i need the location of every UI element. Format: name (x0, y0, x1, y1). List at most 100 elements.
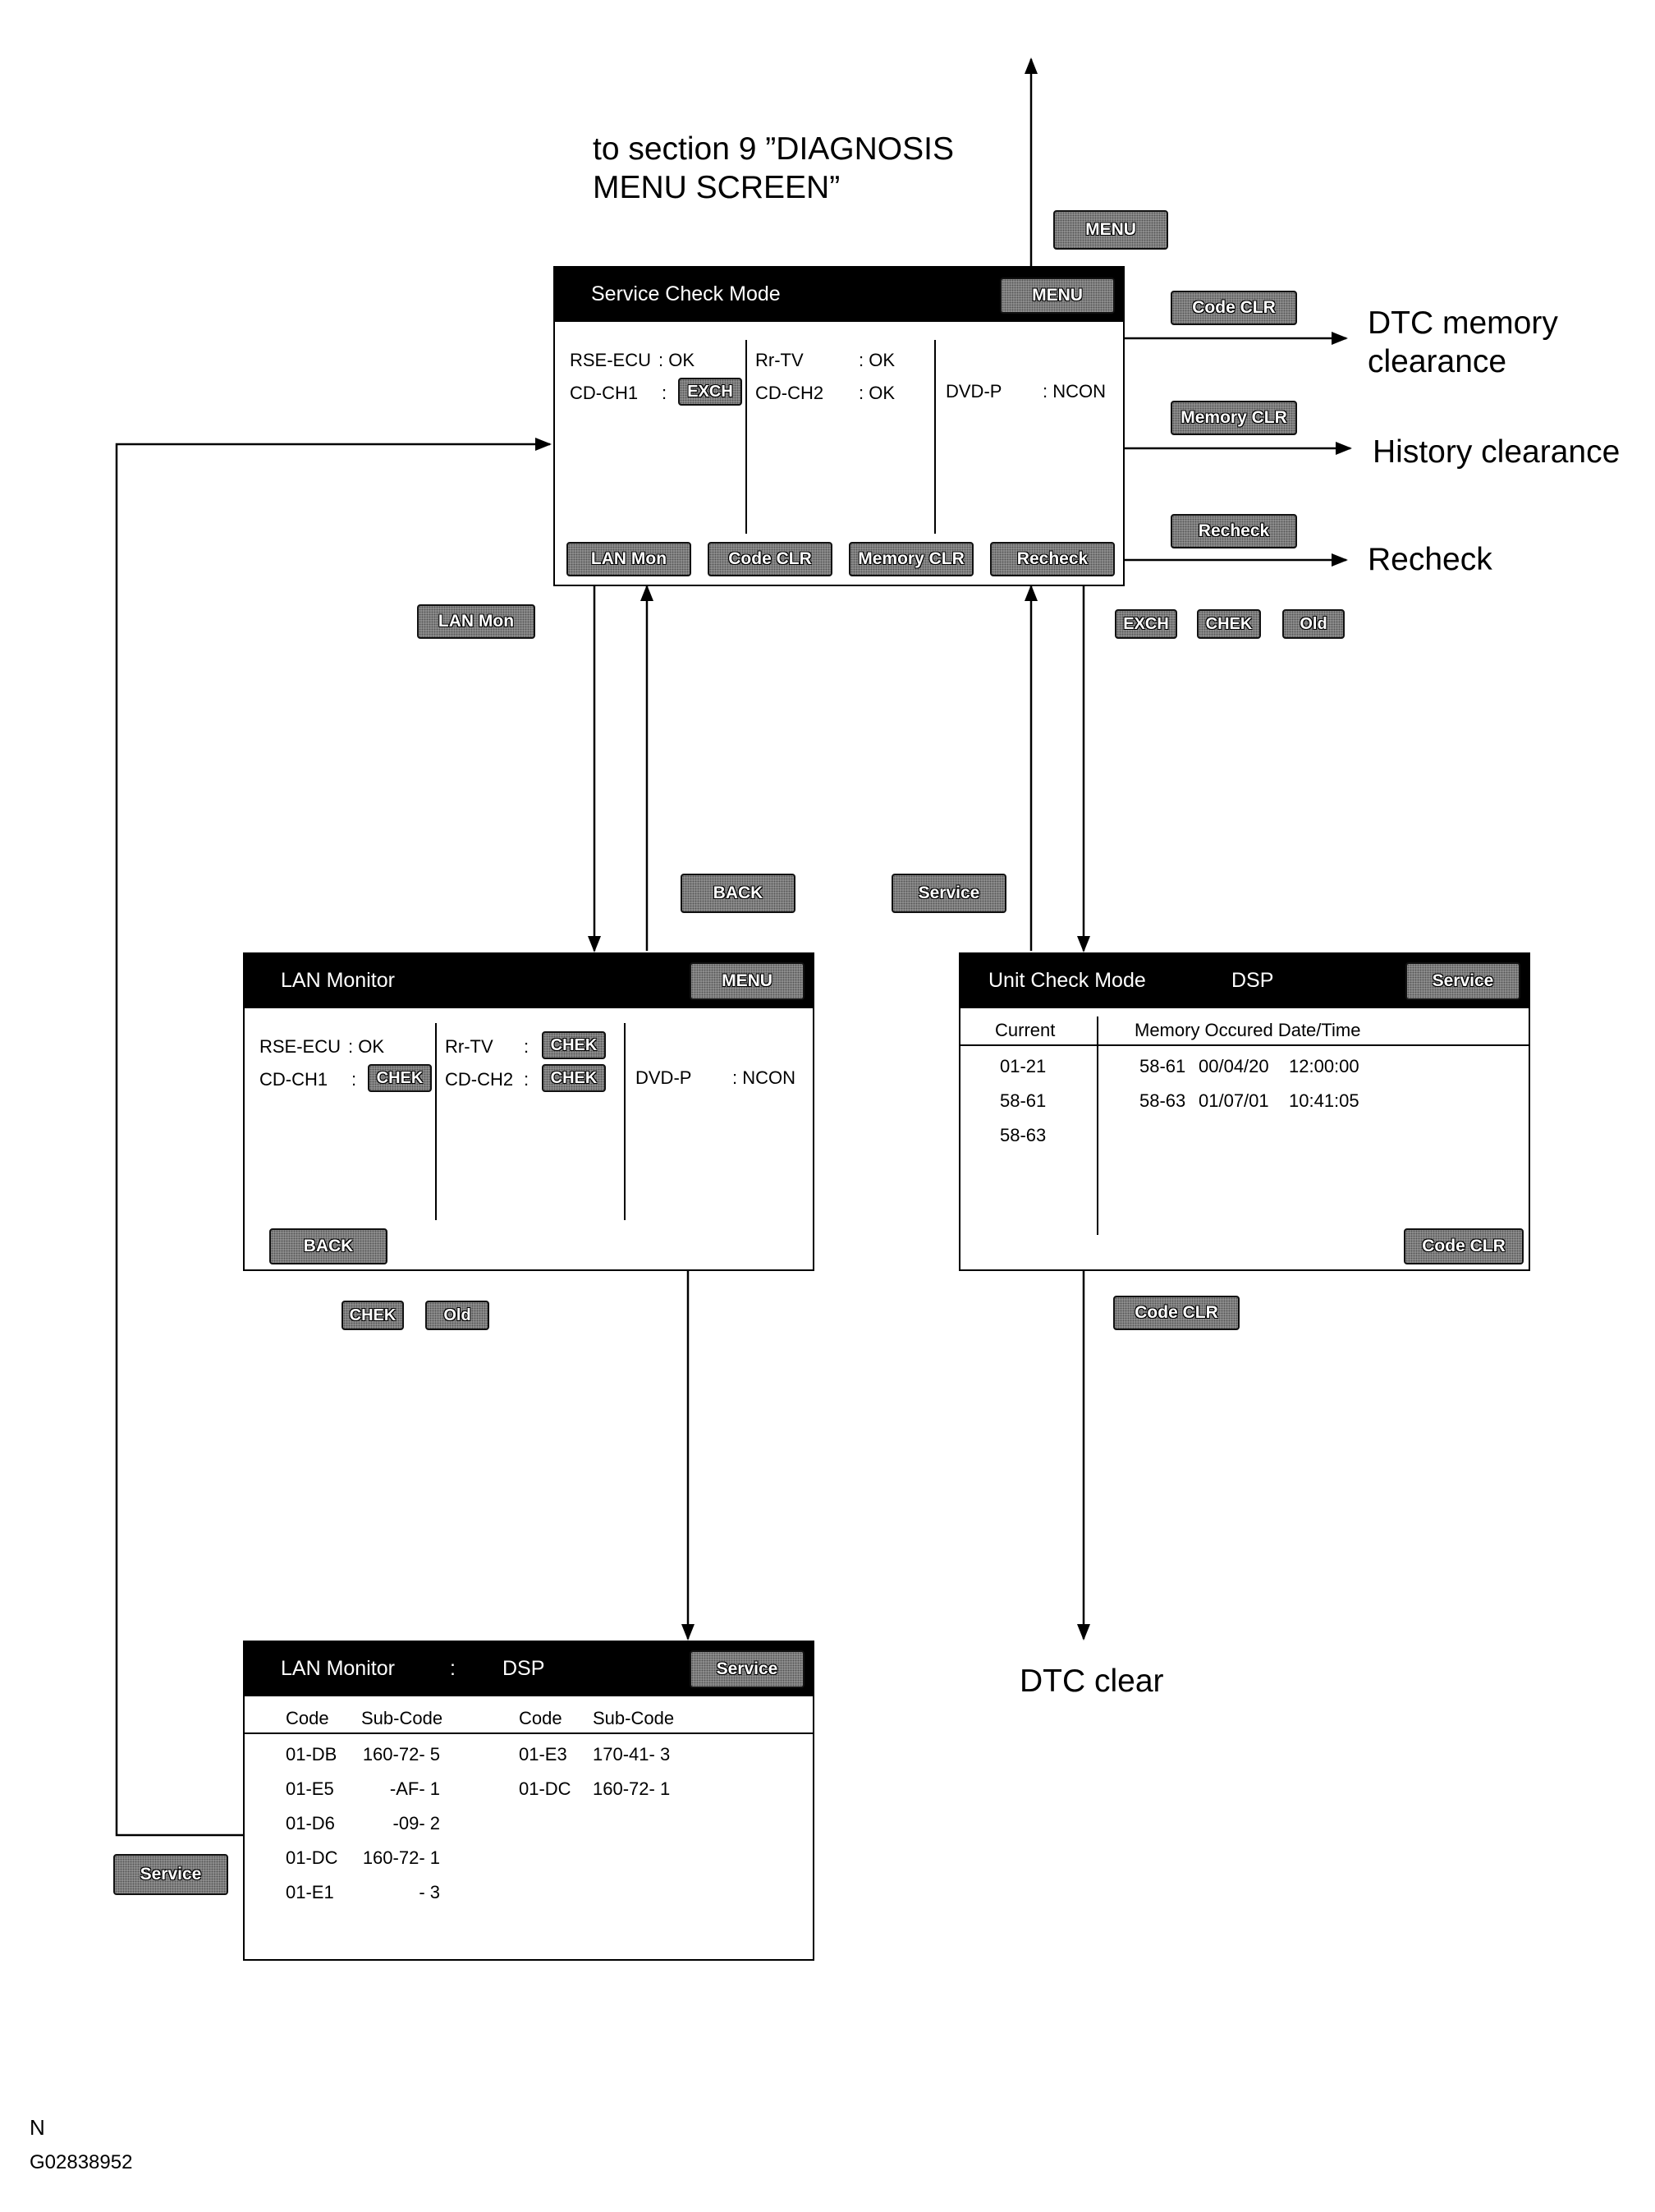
lan-mon-button-floating[interactable]: LAN Mon (417, 604, 535, 639)
section9-note-line2: MENU SCREEN” (593, 170, 841, 205)
dtc-clear-label: DTC clear (1020, 1664, 1164, 1699)
menu-button[interactable]: MENU (1000, 278, 1115, 314)
current-code: 58-63 (1000, 1125, 1047, 1145)
back-button[interactable]: BACK (269, 1228, 387, 1264)
sub-code-header: Sub-Code (361, 1708, 443, 1728)
screen-title: Unit Check Mode (988, 969, 1146, 992)
memory-header: Memory Occured Date/Time (1135, 1020, 1361, 1040)
lan-monitor-dsp-screen: LAN Monitor : DSP Service Code Sub-Code … (243, 1641, 814, 1961)
recheck-label: Recheck (1368, 542, 1492, 577)
unit-check-mode-screen: Unit Check Mode DSP Service Current Memo… (959, 952, 1530, 1271)
rr-tv-status: : OK (859, 350, 896, 370)
dvd-p-label: DVD-P (946, 381, 1002, 402)
rse-ecu-status: : OK (348, 1036, 385, 1057)
dtc-code: 01-DC (286, 1847, 338, 1868)
dtc-memory-clearance-label-2: clearance (1368, 344, 1507, 379)
cd-ch2-status: : OK (859, 383, 896, 403)
history-clearance-label: History clearance (1373, 434, 1621, 470)
dtc-code: 01-D6 (286, 1813, 335, 1833)
memory-time: 12:00:00 (1289, 1056, 1359, 1076)
service-button[interactable]: Service (690, 1650, 805, 1688)
dtc-code: 01-E5 (286, 1778, 334, 1799)
rse-ecu-status: : OK (658, 350, 695, 370)
memory-code: 58-61 (1139, 1056, 1186, 1076)
memory-clr-button-floating[interactable]: Memory CLR (1171, 401, 1297, 435)
code-header: Code (519, 1708, 562, 1728)
recheck-button[interactable]: Recheck (990, 542, 1115, 576)
service-button-floating[interactable]: Service (892, 874, 1006, 913)
cd-ch1-badge: CHEK (368, 1064, 432, 1092)
cd-ch1-badge: EXCH (678, 378, 742, 406)
cd-ch1-label: CD-CH1 (570, 383, 639, 403)
menu-button-floating[interactable]: MENU (1053, 210, 1168, 250)
lan-mon-button[interactable]: LAN Mon (566, 542, 691, 576)
old-badge-floating-lower: Old (425, 1301, 489, 1330)
lan-monitor-screen: LAN Monitor MENU RSE-ECU : OK CD-CH1 : C… (243, 952, 814, 1271)
cd-ch2-badge: CHEK (542, 1064, 606, 1092)
memory-code: 58-63 (1139, 1090, 1186, 1111)
chek-badge-floating: CHEK (1197, 609, 1261, 639)
screen-mode-dsp: DSP (502, 1657, 545, 1680)
dtc-code: 01-E3 (519, 1744, 567, 1765)
dtc-sub-code: -AF- 1 (389, 1778, 440, 1799)
dtc-sub-code: -09- 2 (392, 1813, 440, 1833)
code-clr-button[interactable]: Code CLR (1404, 1228, 1524, 1264)
service-button[interactable]: Service (1405, 962, 1520, 1000)
screen-title: Service Check Mode (591, 282, 781, 305)
rr-tv-label: Rr-TV (755, 350, 804, 370)
code-clr-button-floating[interactable]: Code CLR (1171, 291, 1297, 325)
dtc-sub-code: 160-72- 5 (362, 1744, 440, 1765)
cd-ch1-colon: : (351, 1069, 357, 1090)
back-button-floating[interactable]: BACK (681, 874, 795, 913)
current-code: 58-61 (1000, 1090, 1047, 1111)
dvd-p-label: DVD-P (635, 1067, 692, 1088)
dtc-sub-code: 160-72- 1 (362, 1847, 440, 1868)
current-code: 01-21 (1000, 1056, 1047, 1076)
dvd-p-status: : NCON (1043, 381, 1106, 402)
memory-time: 10:41:05 (1289, 1090, 1359, 1111)
old-badge-floating: Old (1282, 609, 1345, 639)
screen-title: LAN Monitor (281, 969, 395, 992)
code-clr-button[interactable]: Code CLR (708, 542, 832, 576)
cd-ch2-label: CD-CH2 (445, 1069, 514, 1090)
screen-header: LAN Monitor : DSP Service (245, 1642, 813, 1696)
chek-badge-floating-lower: CHEK (342, 1301, 404, 1330)
service-button-floating-left[interactable]: Service (113, 1854, 228, 1895)
menu-button[interactable]: MENU (690, 962, 805, 1000)
dtc-sub-code: 160-72- 1 (593, 1778, 671, 1799)
section9-note-line1: to section 9 ”DIAGNOSIS (593, 131, 954, 167)
dtc-code: 01-DC (519, 1778, 571, 1799)
cd-ch1-label: CD-CH1 (259, 1069, 328, 1090)
recheck-button-floating[interactable]: Recheck (1171, 514, 1297, 548)
rse-ecu-label: RSE-ECU (570, 350, 652, 370)
screen-header: Service Check Mode MENU (555, 268, 1123, 322)
dtc-memory-clearance-label-1: DTC memory (1368, 305, 1558, 341)
rr-tv-label: Rr-TV (445, 1036, 493, 1057)
screen-header: LAN Monitor MENU (245, 954, 813, 1008)
memory-date: 01/07/01 (1199, 1090, 1269, 1111)
screen-title-colon: : (450, 1657, 456, 1680)
dtc-code: 01-DB (286, 1744, 337, 1765)
rr-tv-badge: CHEK (542, 1031, 606, 1059)
cd-ch2-colon: : (524, 1069, 530, 1090)
screen-title: LAN Monitor (281, 1657, 395, 1680)
arrow-return-to-service-check (115, 438, 552, 1837)
dtc-code: 01-E1 (286, 1882, 334, 1902)
exch-badge-floating: EXCH (1115, 609, 1177, 639)
rse-ecu-label: RSE-ECU (259, 1036, 342, 1057)
figure-id: G02838952 (30, 2151, 133, 2173)
memory-date: 00/04/20 (1199, 1056, 1269, 1076)
dvd-p-status: : NCON (732, 1067, 795, 1088)
screen-mode-dsp: DSP (1231, 969, 1274, 992)
memory-clr-button[interactable]: Memory CLR (849, 542, 974, 576)
cd-ch2-label: CD-CH2 (755, 383, 824, 403)
screen-header: Unit Check Mode DSP Service (960, 954, 1529, 1008)
current-header: Current (995, 1020, 1056, 1040)
rr-tv-colon: : (524, 1036, 530, 1057)
code-header: Code (286, 1708, 329, 1728)
code-clr-button-floating-lower[interactable]: Code CLR (1113, 1296, 1240, 1330)
sub-code-header: Sub-Code (593, 1708, 675, 1728)
dtc-sub-code: - 3 (419, 1882, 440, 1902)
cd-ch1-colon: : (662, 383, 667, 403)
